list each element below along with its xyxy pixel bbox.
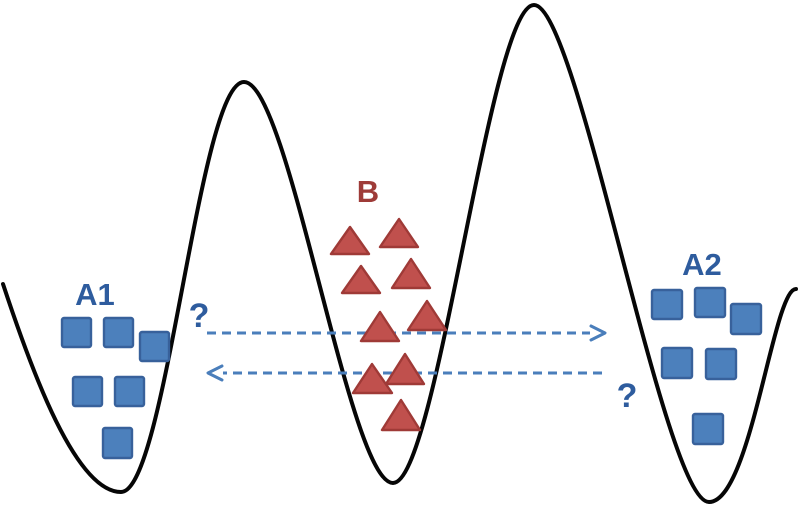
leftward-migration-arrow [206,364,602,382]
label-a1: A1 [75,277,115,312]
question-mark-left: ? [189,297,210,335]
a2-square [650,288,684,321]
label-b: B [357,174,379,209]
b-triangle [384,352,426,386]
b-triangle [378,217,420,249]
rightward-migration-arrow [207,324,607,342]
left-arrowhead-icon [206,364,224,382]
b-triangle [359,310,401,343]
a2-square [691,412,725,446]
b-triangle [351,362,394,395]
a1-square [113,375,146,408]
a1-square [101,426,134,460]
b-triangle [329,225,371,256]
a2-square [693,286,727,319]
population-b-group [329,217,448,432]
question-mark-right: ? [617,377,638,415]
label-a2: A2 [682,247,722,282]
a2-square [704,347,738,381]
a1-square [71,375,104,408]
b-triangle [406,299,448,332]
b-triangle [390,257,432,290]
b-triangle [340,264,382,295]
b-triangle [380,398,422,432]
a2-square [729,302,763,336]
a2-square [660,346,694,380]
a1-square [102,316,135,349]
right-arrowhead-icon [589,324,607,342]
a1-square [138,330,171,363]
a1-square [60,316,93,349]
population-a1-group [60,316,171,460]
population-a2-group [650,286,763,446]
